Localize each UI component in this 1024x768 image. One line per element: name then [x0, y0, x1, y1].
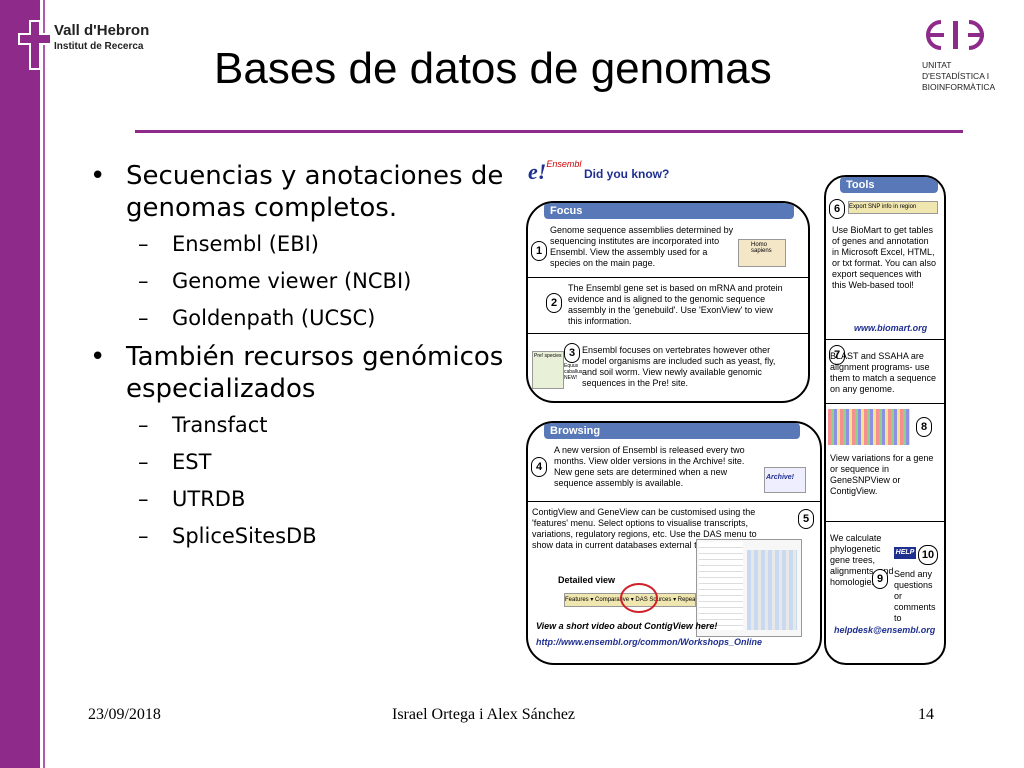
step-number: 6 — [829, 199, 845, 219]
vall-hebron-cross-icon — [18, 20, 52, 70]
species-name: Homo sapiens — [751, 242, 772, 254]
tools-text-7: BLAST and SSAHA are alignment programs- … — [830, 351, 937, 394]
eie-logo-icon — [926, 20, 984, 50]
tools-text-6: Use BioMart to get tables of genes and a… — [832, 225, 937, 290]
left-accent-bar — [0, 0, 43, 768]
sub-bullet-text: UTRDB — [172, 487, 246, 511]
pre-species-label: Pre! species — [534, 353, 562, 359]
archive-label: Archive! — [766, 474, 795, 481]
slide-title: Bases de datos de genomas — [214, 44, 772, 93]
browsing-text-4: A new version of Ensembl is released eve… — [554, 445, 745, 488]
focus-panel: Focus 1 Genome sequence assemblies deter… — [526, 201, 810, 403]
tools-text-8: View variations for a gene or sequence i… — [830, 453, 934, 496]
tools-text-10: Send any questions or comments to — [894, 569, 936, 623]
export-button: Export SNP info in region — [848, 201, 938, 214]
logo-right-line2: D'ESTADÍSTICA I — [922, 71, 990, 81]
ensembl-brand: e!Ensembl — [528, 159, 581, 185]
browsing-label: Browsing — [544, 423, 800, 439]
sub-bullet-text: Ensembl (EBI) — [172, 232, 319, 256]
footer-page-number: 14 — [918, 706, 934, 723]
ensembl-logo-text: e! — [528, 159, 547, 184]
footer-authors: Israel Ortega i Alex Sánchez — [392, 706, 576, 723]
tools-text-9: We calculate phylogenetic gene trees, al… — [830, 533, 894, 587]
biomart-link[interactable]: www.biomart.org — [854, 323, 928, 333]
panel-divider — [826, 339, 944, 340]
das-sources-highlight — [620, 583, 658, 613]
focus-text-3: Ensembl focuses on vertebrates however o… — [582, 345, 776, 388]
bullet-item: •También recursos genómicos especializad… — [90, 342, 504, 404]
bullet-item: •Secuencias y anotaciones de genomas com… — [90, 161, 504, 223]
sub-bullet-item: –Ensembl (EBI) — [138, 232, 319, 256]
step-number: 9 — [872, 569, 888, 589]
step-number: 5 — [798, 509, 814, 529]
detailed-view-label: Detailed view — [558, 575, 616, 585]
step-number: 8 — [916, 417, 932, 437]
tools-panel: Tools 6 Export SNP info in region Use Bi… — [824, 175, 946, 665]
logo-right-line3: BIOINFORMÀTICA — [922, 82, 996, 92]
did-you-know-heading: Did you know? — [584, 167, 670, 181]
features-menu-thumbnail — [696, 539, 802, 637]
archive-thumbnail: Archive! — [764, 467, 806, 493]
browsing-text-5: ContigView and GeneView can be customise… — [532, 507, 757, 550]
video-text: View a short video about ContigView here… — [536, 621, 718, 631]
ueb-logo: UNITAT D'ESTADÍSTICA I BIOINFORMÀTICA — [918, 18, 1018, 98]
title-underline — [135, 130, 963, 133]
variation-thumbnail — [828, 409, 910, 445]
species-thumbnail: Homo sapiens — [738, 239, 786, 267]
bullet-text: También recursos genómicos especializado… — [126, 342, 504, 404]
panel-divider — [528, 501, 820, 502]
bullet-list: •Secuencias y anotaciones de genomas com… — [86, 160, 506, 559]
panel-divider — [528, 277, 808, 278]
pre-species-list: Equus caballus NEW! — [564, 363, 583, 381]
ensembl-poster: e!Ensembl Did you know? Focus 1 Genome s… — [524, 155, 948, 665]
left-accent-line — [43, 0, 45, 768]
step-number: 1 — [531, 241, 547, 261]
help-badge: HELP — [894, 547, 916, 559]
bullet-text: Secuencias y anotaciones de genomas comp… — [126, 161, 504, 223]
ensembl-logo-sub: Ensembl — [546, 159, 582, 169]
vall-hebron-logo: Vall d'Hebron Institut de Recerca — [18, 18, 168, 74]
helpdesk-email-link[interactable]: helpdesk@ensembl.org — [834, 625, 936, 635]
sub-bullet-text: SpliceSitesDB — [172, 524, 317, 548]
sub-bullet-item: –Transfact — [138, 413, 268, 437]
step-number: 3 — [564, 343, 580, 363]
panel-divider — [528, 333, 808, 334]
sub-bullet-text: EST — [172, 450, 212, 474]
tools-label: Tools — [840, 177, 938, 193]
focus-text-1: Genome sequence assemblies determined by… — [550, 225, 734, 268]
sub-bullet-item: –Goldenpath (UCSC) — [138, 306, 376, 330]
sub-bullet-text: Genome viewer (NCBI) — [172, 269, 412, 293]
step-number: 7 — [829, 345, 845, 365]
sub-bullet-text: Goldenpath (UCSC) — [172, 306, 376, 330]
logo-right-line1: UNITAT — [922, 60, 952, 70]
pre-species-thumbnail: Pre! species — [532, 351, 564, 389]
sub-bullet-text: Transfact — [172, 413, 268, 437]
panel-divider — [826, 403, 944, 404]
focus-label: Focus — [544, 203, 794, 219]
logo-right-text: UNITAT D'ESTADÍSTICA I BIOINFORMÀTICA — [922, 60, 995, 93]
sub-bullet-item: –EST — [138, 450, 212, 474]
sub-bullet-item: –SpliceSitesDB — [138, 524, 317, 548]
sub-bullet-item: –Genome viewer (NCBI) — [138, 269, 412, 293]
sub-bullet-item: –UTRDB — [138, 487, 246, 511]
focus-text-2: The Ensembl gene set is based on mRNA an… — [568, 283, 783, 326]
step-number: 10 — [918, 545, 938, 565]
step-number: 2 — [546, 293, 562, 313]
workshop-link[interactable]: http://www.ensembl.org/common/Workshops_… — [536, 637, 763, 647]
logo-left-line2: Institut de Recerca — [54, 41, 144, 52]
panel-divider — [826, 521, 944, 522]
logo-left-line1: Vall d'Hebron — [54, 22, 150, 39]
footer-date: 23/09/2018 — [88, 706, 161, 723]
step-number: 4 — [531, 457, 547, 477]
browsing-panel: Browsing 4 A new version of Ensembl is r… — [526, 421, 822, 665]
